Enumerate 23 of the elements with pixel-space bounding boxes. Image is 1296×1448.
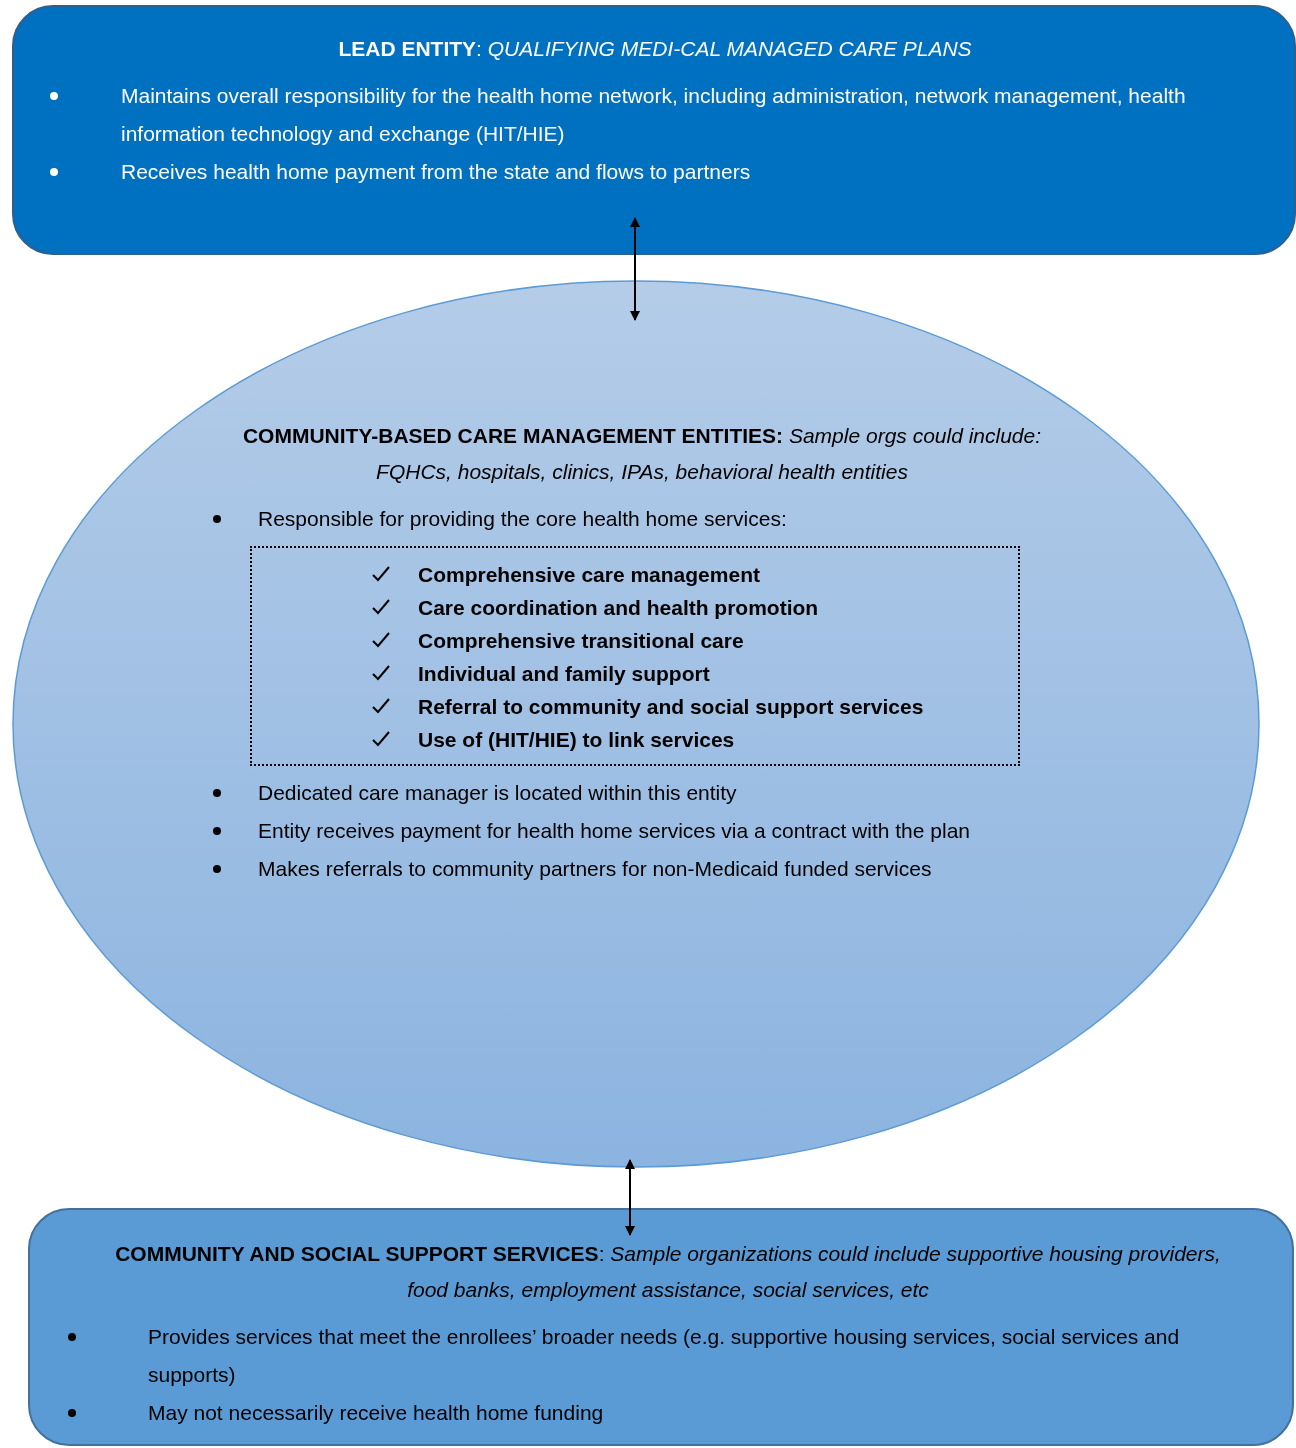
bullet-item: May not necessarily receive health home funding: [68, 1394, 1268, 1432]
checklist-item: Use of (HIT/HIE) to link services: [418, 727, 735, 753]
checklist-item: Individual and family support: [418, 661, 710, 687]
entity-heading: COMMUNITY-BASED CARE MANAGEMENT ENTITIES: Sample orgs could include: FQHCs, hospitals, clinics, IPAs, behavioral health entities: [241, 423, 1043, 485]
checklist-item: Comprehensive care management: [418, 562, 760, 588]
checklist-item: Referral to community and social support services: [418, 694, 924, 720]
double-arrow: [625, 1159, 635, 1236]
entity-box: [28, 1208, 1294, 1446]
bullet-item: Receives health home payment from the state and flows to partners: [40, 153, 1270, 191]
service-checklist-box: [250, 546, 1020, 766]
bullet-item: Makes referrals to community partners for non-Medicaid funded services: [207, 850, 1077, 888]
entity-ellipse: [12, 280, 1260, 1168]
checklist-item: Care coordination and health promotion: [418, 595, 819, 621]
bullet-item: Dedicated care manager is located within this entity: [207, 774, 1077, 812]
entity-heading: COMMUNITY AND SOCIAL SUPPORT SERVICES: Sample organizations could include supportive housing providers, food banks, employment assistance, social services, etc: [114, 1241, 1222, 1303]
double-arrow: [630, 217, 640, 321]
bullet-item: Responsible for providing the core health home services:: [207, 500, 1077, 538]
entity-heading: LEAD ENTITY: QUALIFYING MEDI-CAL MANAGED CARE PLANS: [337, 36, 973, 62]
bullet-item: Maintains overall responsibility for the health home network, including administration, network management, health information technology and exchange (HIT/HIE): [40, 77, 1270, 153]
checklist-item: Comprehensive transitional care: [418, 628, 744, 654]
bullet-item: Entity receives payment for health home services via a contract with the plan: [207, 812, 1077, 850]
entity-box: [12, 5, 1296, 255]
bullet-item: Provides services that meet the enrollees’ broader needs (e.g. supportive housing services, social services and supports): [68, 1318, 1268, 1394]
